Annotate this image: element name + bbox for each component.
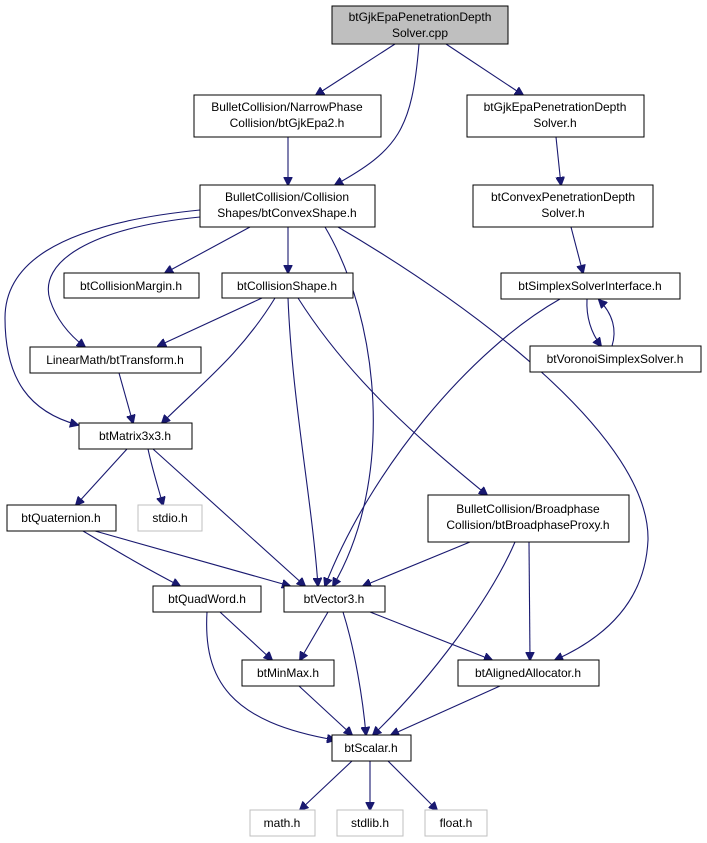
node-btgjkepapenetrationdepthsolver-cpp: btGjkEpaPenetrationDepth Solver.cpp: [331, 5, 509, 45]
node-btminmax-h[interactable]: btMinMax.h: [241, 659, 335, 687]
node-btcollisionmargin-h[interactable]: btCollisionMargin.h: [63, 272, 200, 299]
svg-text:math.h: math.h: [264, 816, 301, 830]
svg-text:btSimplexSolverInterface.h: btSimplexSolverInterface.h: [518, 279, 661, 293]
svg-text:btConvexPenetrationDepth: btConvexPenetrationDepth: [491, 190, 635, 204]
svg-text:Collision/btGjkEpa2.h: Collision/btGjkEpa2.h: [230, 116, 345, 130]
svg-text:btQuaternion.h: btQuaternion.h: [21, 511, 100, 525]
edges: [4, 43, 649, 810]
node-bttransform-h[interactable]: LinearMath/btTransform.h: [29, 346, 202, 374]
edge-root-convexshape: [335, 43, 420, 185]
edge-convexpen-simplexiface: [570, 226, 583, 273]
edge-vector3-scalar: [342, 611, 366, 735]
edge-matrix-vector3: [152, 448, 305, 586]
svg-text:btMinMax.h: btMinMax.h: [257, 666, 319, 680]
node-float-h[interactable]: float.h: [424, 809, 488, 837]
svg-text:stdio.h: stdio.h: [152, 511, 187, 525]
node-btquaternion-h[interactable]: btQuaternion.h: [6, 504, 117, 532]
node-btalignedallocator-h[interactable]: btAlignedAllocator.h: [457, 659, 600, 687]
svg-text:btScalar.h: btScalar.h: [344, 741, 397, 755]
edge-matrix-stdio: [147, 448, 163, 505]
svg-text:btQuadWord.h: btQuadWord.h: [168, 592, 246, 606]
edge-convexshape-transform: [47, 216, 201, 347]
edge-quadword-scalar: [206, 611, 335, 740]
node-btbroadphaseproxy-h[interactable]: BulletCollision/Broadphase Collision/btB…: [427, 494, 630, 543]
node-btvector3-h[interactable]: btVector3.h: [283, 585, 386, 613]
edge-root-gjksolverh: [445, 43, 523, 95]
node-stdio-h[interactable]: stdio.h: [137, 504, 203, 532]
edge-convexshape-matrix: [4, 209, 201, 425]
node-stdlib-h[interactable]: stdlib.h: [336, 809, 404, 837]
edge-voronoi-simplexiface: [599, 300, 615, 347]
edge-matrix-quaternion: [76, 448, 128, 505]
svg-text:btVoronoiSimplexSolver.h: btVoronoiSimplexSolver.h: [547, 352, 684, 366]
node-btsimplexsolverinterface-h[interactable]: btSimplexSolverInterface.h: [500, 272, 681, 300]
node-btconvexshape-h[interactable]: BulletCollision/Collision Shapes/btConve…: [199, 184, 376, 228]
edge-bproxy-scalar: [373, 541, 516, 735]
node-btcollisionshape-h[interactable]: btCollisionShape.h: [221, 272, 354, 299]
svg-text:Shapes/btConvexShape.h: Shapes/btConvexShape.h: [217, 206, 356, 220]
svg-text:BulletCollision/Broadphase: BulletCollision/Broadphase: [456, 502, 600, 516]
edge-scalar-math: [300, 760, 353, 810]
edge-convexshape-vector3: [324, 226, 374, 586]
node-math-h[interactable]: math.h: [249, 809, 316, 837]
svg-text:Solver.h: Solver.h: [541, 206, 584, 220]
svg-text:Collision/btBroadphaseProxy.h: Collision/btBroadphaseProxy.h: [446, 518, 609, 532]
svg-text:float.h: float.h: [440, 816, 473, 830]
svg-text:BulletCollision/Collision: BulletCollision/Collision: [225, 190, 349, 204]
edge-convexshape-aligned: [337, 226, 649, 660]
svg-text:Solver.h: Solver.h: [533, 116, 576, 130]
edge-transform-matrix: [118, 372, 133, 423]
edge-simplexiface-voronoi: [586, 298, 601, 346]
node-btquadword-h[interactable]: btQuadWord.h: [152, 585, 262, 613]
edge-simplexiface-vector3: [325, 298, 561, 586]
edge-quadword-minmax: [219, 611, 272, 660]
node-btscalar-h[interactable]: btScalar.h: [331, 734, 412, 762]
edge-gjksolverh-convexpen: [555, 136, 561, 185]
edge-scalar-float: [387, 760, 437, 810]
svg-text:btVector3.h: btVector3.h: [304, 592, 365, 606]
node-btconvexpenetrationdepthsolver-h[interactable]: btConvexPenetrationDepth Solver.h: [472, 184, 654, 228]
edge-aligned-scalar: [391, 685, 501, 735]
edge-bproxy-aligned: [529, 541, 530, 660]
svg-text:btAlignedAllocator.h: btAlignedAllocator.h: [475, 666, 581, 680]
edge-quaternion-vector3: [94, 530, 290, 586]
svg-text:btCollisionMargin.h: btCollisionMargin.h: [80, 279, 182, 293]
edge-vector3-aligned: [369, 611, 492, 660]
edge-minmax-scalar: [298, 685, 352, 735]
edge-vector3-minmax: [300, 611, 329, 660]
svg-text:btMatrix3x3.h: btMatrix3x3.h: [99, 429, 171, 443]
svg-text:LinearMath/btTransform.h: LinearMath/btTransform.h: [46, 353, 184, 367]
svg-text:btCollisionShape.h: btCollisionShape.h: [237, 279, 337, 293]
edge-quaternion-quadword: [82, 530, 180, 586]
edge-colshape-transform: [158, 297, 263, 346]
edge-colshape-bproxy: [297, 297, 487, 495]
edge-bproxy-vector3: [363, 541, 471, 586]
node-btgjkepapenetrationdepthsolver-h[interactable]: btGjkEpaPenetrationDepth Solver.h: [466, 94, 645, 138]
node-btmatrix3x3-h[interactable]: btMatrix3x3.h: [78, 422, 193, 450]
svg-text:stdlib.h: stdlib.h: [351, 816, 389, 830]
node-btvoronoisimplexsolver-h[interactable]: btVoronoiSimplexSolver.h: [529, 345, 702, 373]
svg-text:BulletCollision/NarrowPhase: BulletCollision/NarrowPhase: [211, 100, 363, 114]
edge-convexshape-margin: [165, 226, 251, 273]
svg-text:btGjkEpaPenetrationDepth: btGjkEpaPenetrationDepth: [484, 100, 627, 114]
edge-root-gjkepa2: [316, 43, 396, 95]
edge-colshape-matrix: [162, 297, 276, 423]
edge-colshape-vector3: [287, 297, 318, 586]
svg-text:btGjkEpaPenetrationDepth: btGjkEpaPenetrationDepth: [349, 10, 492, 24]
node-btgjkepa2-h[interactable]: BulletCollision/NarrowPhase Collision/bt…: [193, 94, 382, 138]
svg-text:Solver.cpp: Solver.cpp: [392, 26, 448, 40]
